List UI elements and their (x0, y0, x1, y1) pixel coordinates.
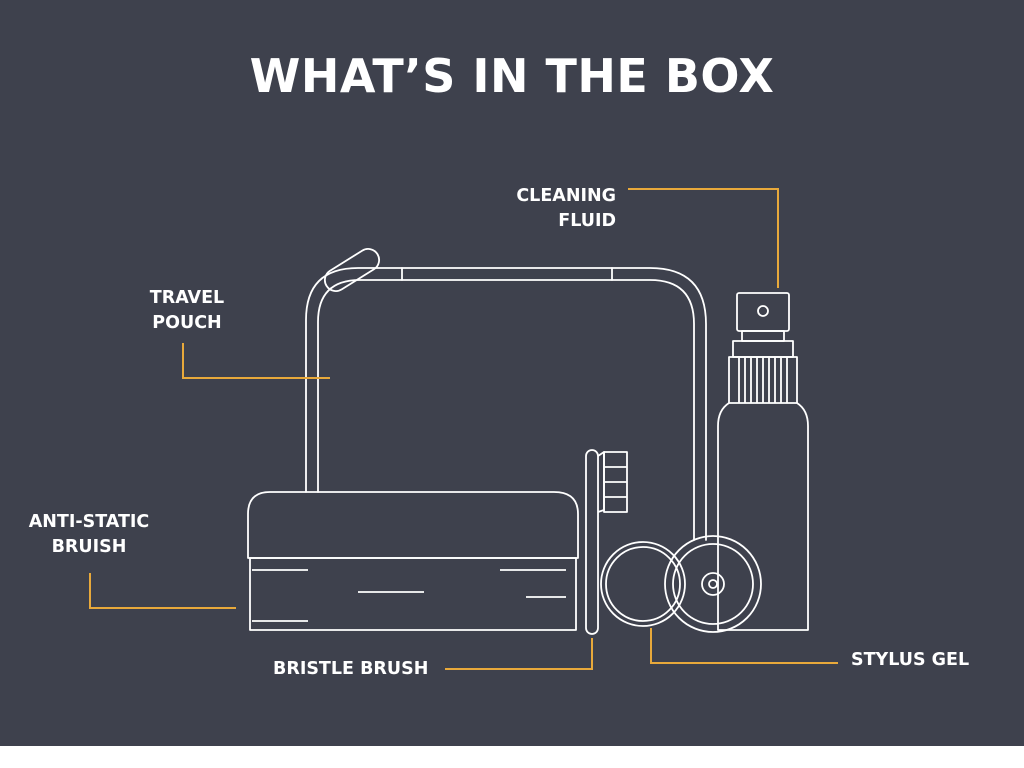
stylus-gel-illustration (600, 535, 762, 633)
label-travel-pouch-line2: POUCH (152, 313, 222, 333)
label-cleaning-fluid-line2: FLUID (558, 211, 616, 231)
diagram-canvas: WHAT’S IN THE BOX (0, 0, 1024, 746)
label-anti-static-line1: ANTI-STATIC (28, 512, 150, 532)
anti-static-brush-illustration (247, 491, 579, 631)
label-cleaning-fluid: CLEANING FLUID (490, 184, 616, 234)
label-travel-pouch: TRAVEL POUCH (134, 286, 240, 336)
leader-line-anti-static (89, 573, 236, 609)
label-stylus-gel: STYLUS GEL (851, 648, 969, 673)
label-anti-static-line2: BRUISH (51, 537, 127, 557)
label-stylus-gel-line1: STYLUS GEL (851, 650, 970, 670)
cleaning-fluid-bottle-illustration (717, 292, 809, 631)
leader-lines (89, 188, 838, 670)
travel-pouch-illustration (305, 248, 707, 541)
label-bristle-brush: BRISTLE BRUSH (273, 657, 428, 682)
bottom-margin (0, 746, 1024, 768)
leader-line-bristle-brush (445, 638, 593, 670)
leader-line-cleaning-fluid (628, 188, 779, 288)
leader-line-travel-pouch (182, 343, 330, 379)
page-title: WHAT’S IN THE BOX (249, 49, 775, 103)
bristle-brush-illustration (585, 449, 628, 635)
product-illustration (89, 188, 838, 670)
label-travel-pouch-line1: TRAVEL (149, 288, 225, 308)
label-cleaning-fluid-line1: CLEANING (516, 186, 616, 206)
label-bristle-brush-line1: BRISTLE BRUSH (273, 659, 429, 679)
label-anti-static-brush: ANTI-STATIC BRUISH (16, 510, 162, 560)
leader-line-stylus-gel (650, 628, 838, 664)
